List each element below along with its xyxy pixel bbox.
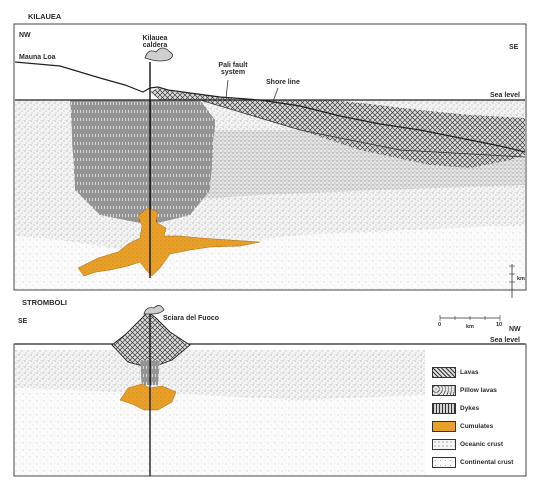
legend-label: Pillow lavas	[460, 387, 497, 394]
legend-label: Lavas	[460, 369, 478, 376]
scale-h-left: 0	[438, 322, 441, 329]
scale-h-unit: km	[466, 324, 474, 331]
stromboli-title: STROMBOLI	[22, 299, 67, 306]
label-sciara-del-fuoco: Sciara del Fuoco	[163, 315, 219, 322]
legend-swatch-dykes	[432, 403, 456, 414]
scale-v-unit: km	[517, 276, 525, 283]
stromboli-dir-right: NW	[509, 326, 521, 333]
legend-swatch-lavas	[432, 367, 456, 378]
legend-swatch-continental-crust	[432, 457, 456, 468]
label-kilauea-caldera: Kilauea caldera	[134, 35, 176, 49]
horizontal-scale-bar	[440, 315, 500, 321]
legend-swatch-cumulates	[432, 421, 456, 432]
legend-label: Oceanic crust	[460, 441, 503, 448]
legend-swatch-pillow-lavas	[432, 385, 456, 396]
kilauea-dir-left: NW	[19, 32, 31, 39]
label-pali-fault-system: Pali fault system	[210, 62, 256, 76]
legend-swatch-oceanic-crust	[432, 439, 456, 450]
kilauea-dyke-complex	[70, 100, 215, 225]
legend-label: Continental crust	[460, 459, 520, 466]
kilauea-dir-right: SE	[509, 44, 518, 51]
kilauea-panel	[14, 24, 526, 298]
legend-label: Dykes	[460, 405, 479, 412]
scale-h-right: 10	[496, 322, 502, 329]
kilauea-title: KILAUEA	[28, 13, 61, 20]
stromboli-dir-left: SE	[18, 318, 27, 325]
label-mauna-loa: Mauna Loa	[19, 54, 56, 61]
kilauea-label-sea-level: Sea level	[490, 92, 520, 99]
stromboli-summit-plume	[144, 305, 164, 314]
label-shore-line: Shore line	[266, 79, 300, 86]
stromboli-label-sea-level: Sea level	[490, 337, 520, 344]
legend-label: Cumulates	[460, 423, 493, 430]
